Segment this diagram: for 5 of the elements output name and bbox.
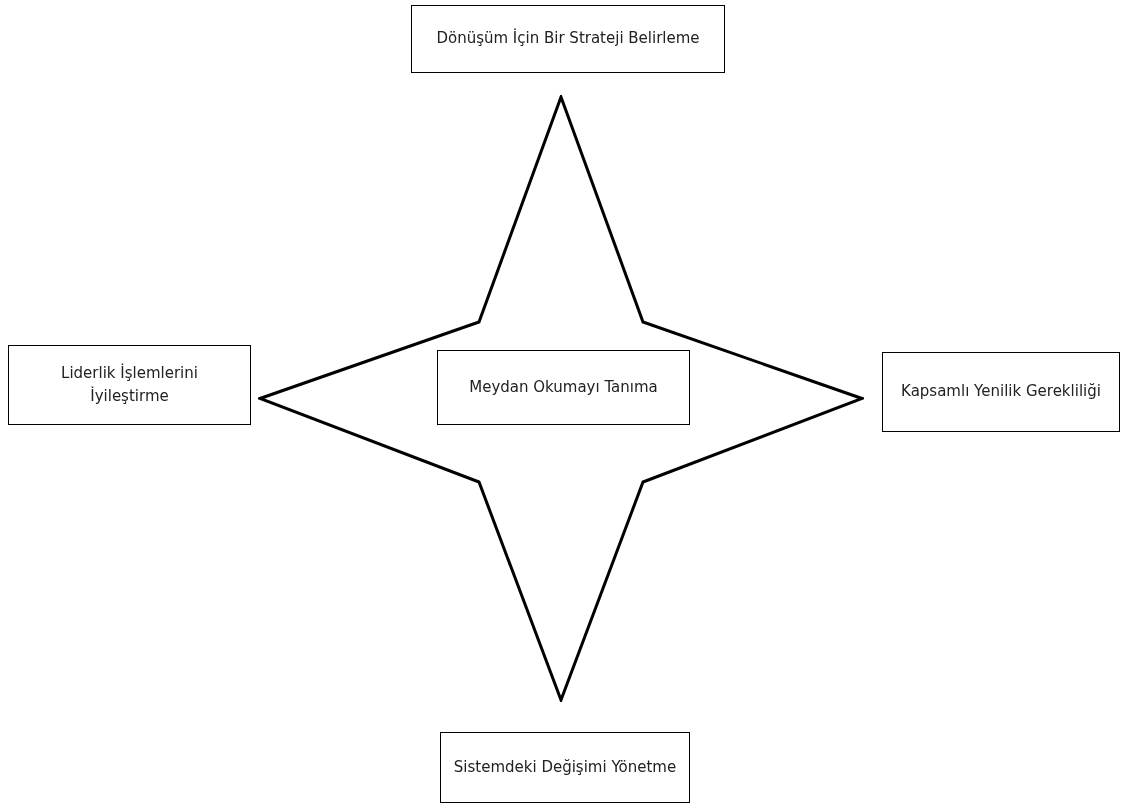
text-box: Dönüşüm İçin Bir Strateji Belirleme (411, 5, 725, 73)
text-box: Kapsamlı Yenilik Gerekliliği (882, 352, 1120, 432)
text-box: Liderlik İşlemlerini İyileştirme (8, 345, 251, 425)
text-box: Meydan Okumayı Tanıma (437, 350, 690, 425)
text-box: Sistemdeki Değişimi Yönetme (440, 732, 690, 803)
